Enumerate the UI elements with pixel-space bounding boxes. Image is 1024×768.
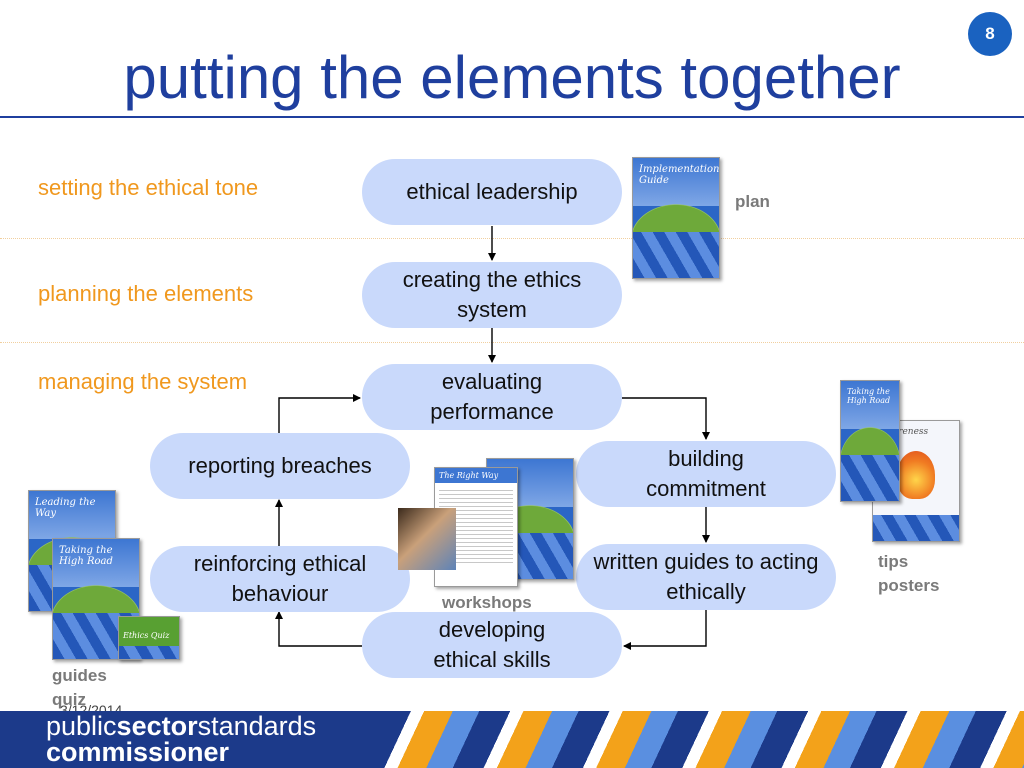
node-reinforcing-ethical-behaviour: reinforcing ethical behaviour	[150, 546, 410, 612]
node-evaluating-performance: evaluating performance	[362, 364, 622, 430]
row-label-planning: planning the elements	[38, 281, 254, 306]
node-developing-ethical-skills: developing ethical skills	[362, 612, 622, 678]
node-creating-ethics-system: creating the ethics system	[362, 262, 622, 328]
caption-tips: tips	[878, 552, 909, 571]
node-reporting-breaches: reporting breaches	[150, 433, 410, 499]
page-number-badge: 8	[968, 12, 1012, 56]
footer-pattern	[380, 711, 1024, 768]
taking-high-road-tip-card: Taking the High Road	[840, 380, 900, 502]
footer-banner: publicsectorstandards commissioner	[0, 711, 1024, 768]
title-underline	[0, 116, 1024, 118]
node-written-guides: written guides to acting ethically	[576, 544, 836, 610]
caption-guides: guides	[52, 666, 107, 685]
caption-posters: posters	[878, 576, 940, 595]
arrow-developing-to-reinforcing	[275, 611, 362, 647]
caption-workshops: workshops	[442, 593, 532, 612]
node-building-commitment: building commitment	[576, 441, 836, 507]
row-separator	[0, 238, 1024, 239]
implementation-guide-cover: Implementation Guide	[632, 157, 720, 279]
arrow-written-to-developing	[623, 610, 707, 650]
slide-title: putting the elements together	[123, 44, 901, 111]
caption-plan: plan	[735, 192, 770, 211]
row-separator	[0, 342, 1024, 343]
node-ethical-leadership: ethical leadership	[362, 159, 622, 225]
footer-logo: publicsectorstandards commissioner	[46, 711, 317, 767]
row-label-tone: setting the ethical tone	[38, 175, 259, 200]
caption-quiz: quiz	[52, 690, 86, 709]
row-label-managing: managing the system	[38, 369, 248, 394]
arrow-evaluating-to-building	[622, 397, 710, 440]
arrow-reporting-to-evaluating	[278, 394, 361, 433]
workshop-photo	[398, 508, 456, 570]
ethics-quiz-card: Ethics Quiz	[118, 616, 180, 660]
